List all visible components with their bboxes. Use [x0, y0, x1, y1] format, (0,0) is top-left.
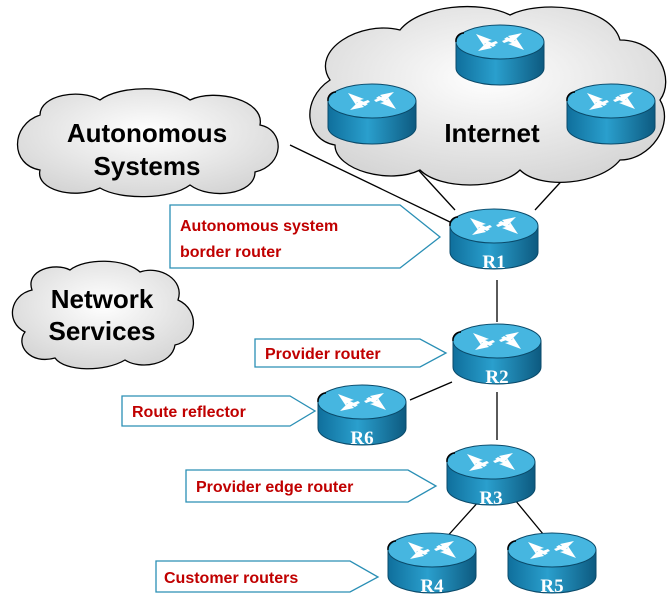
- callout-as-border-router-line1: Autonomous system: [180, 218, 338, 235]
- callout-as-border-router: Autonomous system border router: [169, 204, 442, 269]
- callout-provider-router: Provider router: [254, 338, 448, 368]
- network-services-cloud: Network Services: [11, 260, 195, 370]
- router-r6: R6: [317, 384, 407, 449]
- link-r1-autonomous-systems: [289, 144, 451, 223]
- network-services-label-line1: Network: [51, 284, 154, 314]
- router-r5-label: R5: [540, 576, 563, 597]
- callout-provider-edge-router-text: Provider edge router: [196, 479, 353, 496]
- internet-label: Internet: [444, 118, 540, 148]
- callout-route-reflector-text: Route reflector: [132, 404, 246, 421]
- internet-router-top: [455, 24, 545, 86]
- router-r3-label: R3: [479, 488, 502, 509]
- internet-router-left: [327, 83, 417, 145]
- autonomous-systems-cloud: Autonomous Systems: [17, 88, 279, 198]
- router-r6-label: R6: [350, 428, 373, 449]
- router-r2: R2: [452, 323, 542, 388]
- router-r4-label: R4: [420, 576, 444, 597]
- network-links: [289, 144, 591, 541]
- router-r2-label: R2: [485, 367, 508, 388]
- autonomous-systems-label-line2: Systems: [94, 151, 201, 181]
- router-r1-label: R1: [482, 252, 505, 273]
- callout-route-reflector: Route reflector: [121, 395, 317, 427]
- internet-router-right: [566, 83, 656, 145]
- router-r3: R3: [446, 444, 536, 509]
- network-services-label-line2: Services: [49, 316, 156, 346]
- router-r4: R4: [387, 532, 477, 597]
- link-r2-r6: [409, 381, 453, 401]
- callout-customer-routers-text: Customer routers: [164, 570, 298, 587]
- router-r5: R5: [507, 532, 597, 597]
- callout-customer-routers: Customer routers: [155, 560, 380, 593]
- callout-provider-router-text: Provider router: [265, 346, 381, 363]
- callout-provider-edge-router: Provider edge router: [185, 469, 438, 503]
- link-r3-r4: [443, 499, 481, 541]
- router-r1: R1: [449, 208, 539, 273]
- autonomous-systems-label-line1: Autonomous: [67, 118, 227, 148]
- callout-as-border-router-line2: border router: [180, 244, 281, 261]
